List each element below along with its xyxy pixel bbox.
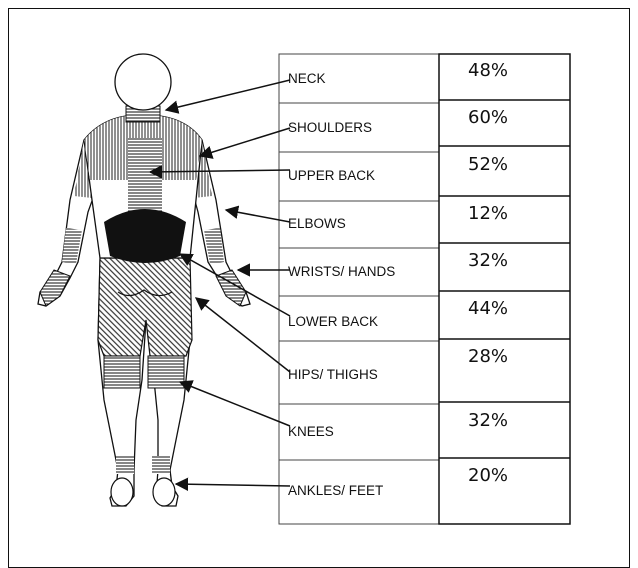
upper-back	[128, 138, 162, 212]
label-neck: NECK	[288, 71, 326, 86]
percent-ankles-feet: 20%	[468, 465, 508, 486]
percent-elbows: 12%	[468, 203, 508, 224]
label-elbows: ELBOWS	[288, 216, 346, 231]
label-upper-back: UPPER BACK	[288, 168, 375, 183]
percent-wrists-hands: 32%	[468, 250, 508, 271]
percent-upper-back: 52%	[468, 154, 508, 175]
knee-left	[104, 356, 140, 388]
percent-lower-back: 44%	[468, 298, 508, 319]
knee-right	[148, 356, 184, 388]
percent-knees: 32%	[468, 410, 508, 431]
head	[115, 54, 171, 110]
percent-neck: 48%	[468, 60, 508, 81]
label-ankles-feet: ANKLES/ FEET	[288, 483, 383, 498]
label-lower-back: LOWER BACK	[288, 314, 378, 329]
label-shoulders: SHOULDERS	[288, 120, 372, 135]
ankle-left	[116, 456, 134, 474]
label-wrists-hands: WRISTS/ HANDS	[288, 264, 395, 279]
lower-back	[104, 209, 186, 263]
label-knees: KNEES	[288, 424, 334, 439]
percent-shoulders: 60%	[468, 107, 508, 128]
body-figure	[38, 54, 250, 506]
percent-hips-thighs: 28%	[468, 346, 508, 367]
ankle-right	[152, 456, 170, 474]
label-hips-thighs: HIPS/ THIGHS	[288, 367, 378, 382]
